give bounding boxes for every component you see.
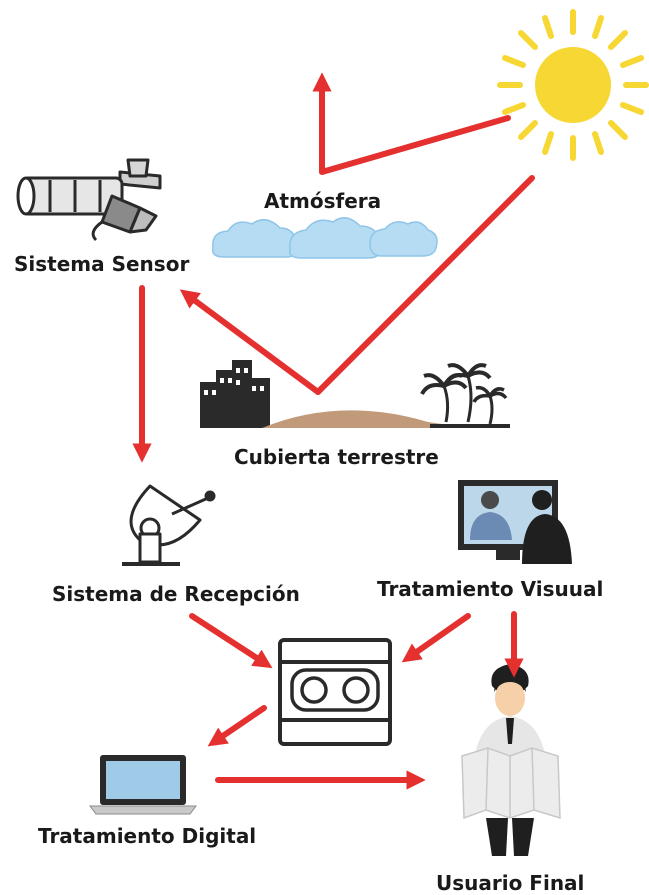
reception-to-processor-arrow [189,613,273,669]
processor-unit-icon [278,638,392,746]
atmosphere-label: Atmósfera [264,189,381,213]
tv-viewers-icon [458,480,572,564]
sun-icon [497,9,649,161]
user-map-icon [461,664,561,856]
satellite-dish-icon [122,484,216,566]
sun-to-land-arrow [315,175,535,395]
city-icon [200,360,270,428]
arrows [132,72,535,790]
reception-system-label: Sistema de Recepción [52,582,300,606]
palm-trees-icon [420,363,510,428]
sand-dune [262,410,470,428]
laptop-icon [89,755,197,815]
end-user-label: Usuario Final [436,871,584,895]
digital-processing-label: Tratamiento Digital [38,824,256,848]
visual-to-processor-arrow [401,613,471,663]
sun-to-atmosphere-arrow [312,72,511,175]
visual-processing-label: Tratamiento Visuual [377,577,603,601]
processor-to-digital-arrow [207,705,267,747]
sensor-system-label: Sistema Sensor [14,252,189,276]
land-cover-label: Cubierta terrestre [234,445,439,469]
telescope-sensor-icon [16,158,162,242]
cloud-icon [211,217,438,259]
land-to-sensor-arrow [179,289,321,395]
